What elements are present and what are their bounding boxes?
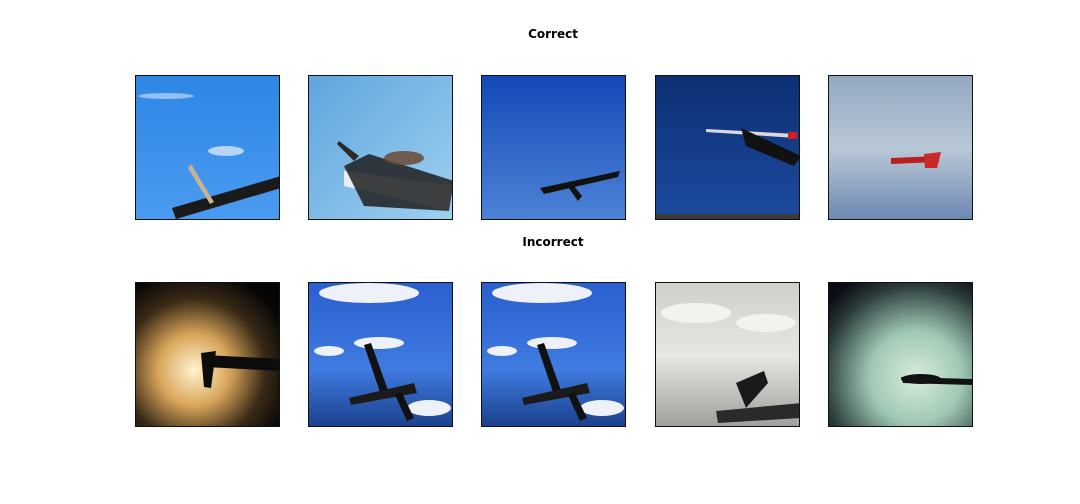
image-thumbnail <box>135 282 280 427</box>
image-thumbnail <box>308 282 453 427</box>
section-title-correct: Correct <box>528 27 578 41</box>
image-thumbnail <box>828 282 973 427</box>
image-thumbnail <box>481 282 626 427</box>
image-thumbnail <box>308 75 453 220</box>
image-row-correct <box>0 75 1080 220</box>
image-thumbnail <box>135 75 280 220</box>
image-thumbnail <box>655 75 800 220</box>
image-row-incorrect <box>0 282 1080 427</box>
image-thumbnail <box>655 282 800 427</box>
image-thumbnail <box>828 75 973 220</box>
image-thumbnail <box>481 75 626 220</box>
section-title-incorrect: Incorrect <box>522 235 584 249</box>
